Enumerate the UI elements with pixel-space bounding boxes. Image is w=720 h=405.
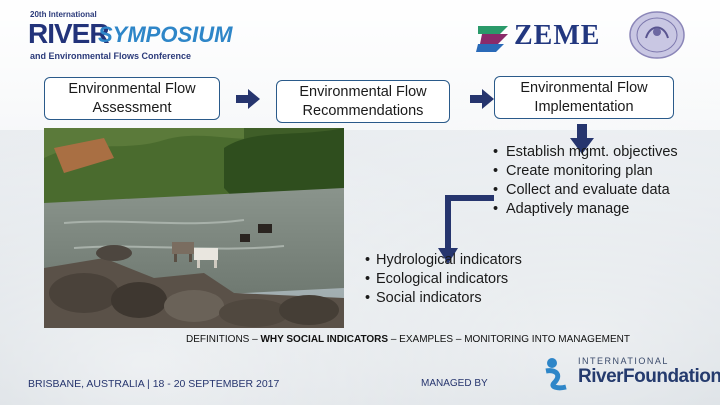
implementation-line2: Implementation [534, 99, 633, 115]
assessment-line1: Environmental Flow [68, 81, 195, 97]
implementation-steps-list: Establish mgmt. objectives Create monito… [490, 143, 690, 219]
university-seal-icon [628, 10, 686, 60]
symposium-bottom-text: and Environmental Flows Conference [30, 51, 191, 61]
arrow-right-icon [236, 89, 260, 109]
irf-emblem-icon [538, 355, 574, 391]
zeme-emblem-icon [474, 20, 514, 56]
recommendations-line1: Environmental Flow [299, 84, 426, 100]
river-symposium-logo: 20th International RIVER SYMPOSIUM and E… [28, 8, 258, 60]
symposium-word-text: SYMPOSIUM [98, 22, 232, 48]
footer-managed-by: MANAGED BY [421, 378, 488, 389]
irf-top-text: INTERNATIONAL [578, 356, 669, 366]
list-item: Ecological indicators [362, 270, 562, 289]
river-goats-photo [44, 128, 344, 328]
list-item: Adaptively manage [490, 200, 690, 219]
zeme-logo-text: ZEME [514, 20, 600, 52]
list-item: Hydrological indicators [362, 251, 562, 270]
list-item: Social indicators [362, 289, 562, 308]
section-caption: DEFINITIONS – WHY SOCIAL INDICATORS – EX… [186, 334, 706, 345]
symposium-river-text: RIVER [28, 18, 109, 50]
caption-suffix: – EXAMPLES – MONITORING INTO MANAGEMENT [388, 334, 630, 345]
list-item: Establish mgmt. objectives [490, 143, 690, 162]
caption-bold: WHY SOCIAL INDICATORS [260, 334, 388, 345]
arrow-right-icon [470, 89, 494, 109]
irf-main-text: RiverFoundation [578, 366, 720, 388]
footer-location: BRISBANE, AUSTRALIA | 18 - 20 SEPTEMBER … [28, 378, 279, 390]
implementation-line1: Environmental Flow [520, 80, 647, 96]
assessment-box: Environmental Flow Assessment [44, 77, 220, 120]
international-river-foundation-logo: INTERNATIONAL RiverFoundation [538, 355, 688, 393]
implementation-box: Environmental Flow Implementation [494, 76, 674, 119]
assessment-line2: Assessment [93, 100, 172, 116]
caption-prefix: DEFINITIONS – [186, 334, 260, 345]
recommendations-line2: Recommendations [303, 103, 424, 119]
list-item: Collect and evaluate data [490, 181, 690, 200]
zeme-logo: ZEME [474, 20, 616, 56]
indicators-list: Hydrological indicators Ecological indic… [362, 251, 562, 308]
recommendations-box: Environmental Flow Recommendations [276, 80, 450, 123]
list-item: Create monitoring plan [490, 162, 690, 181]
